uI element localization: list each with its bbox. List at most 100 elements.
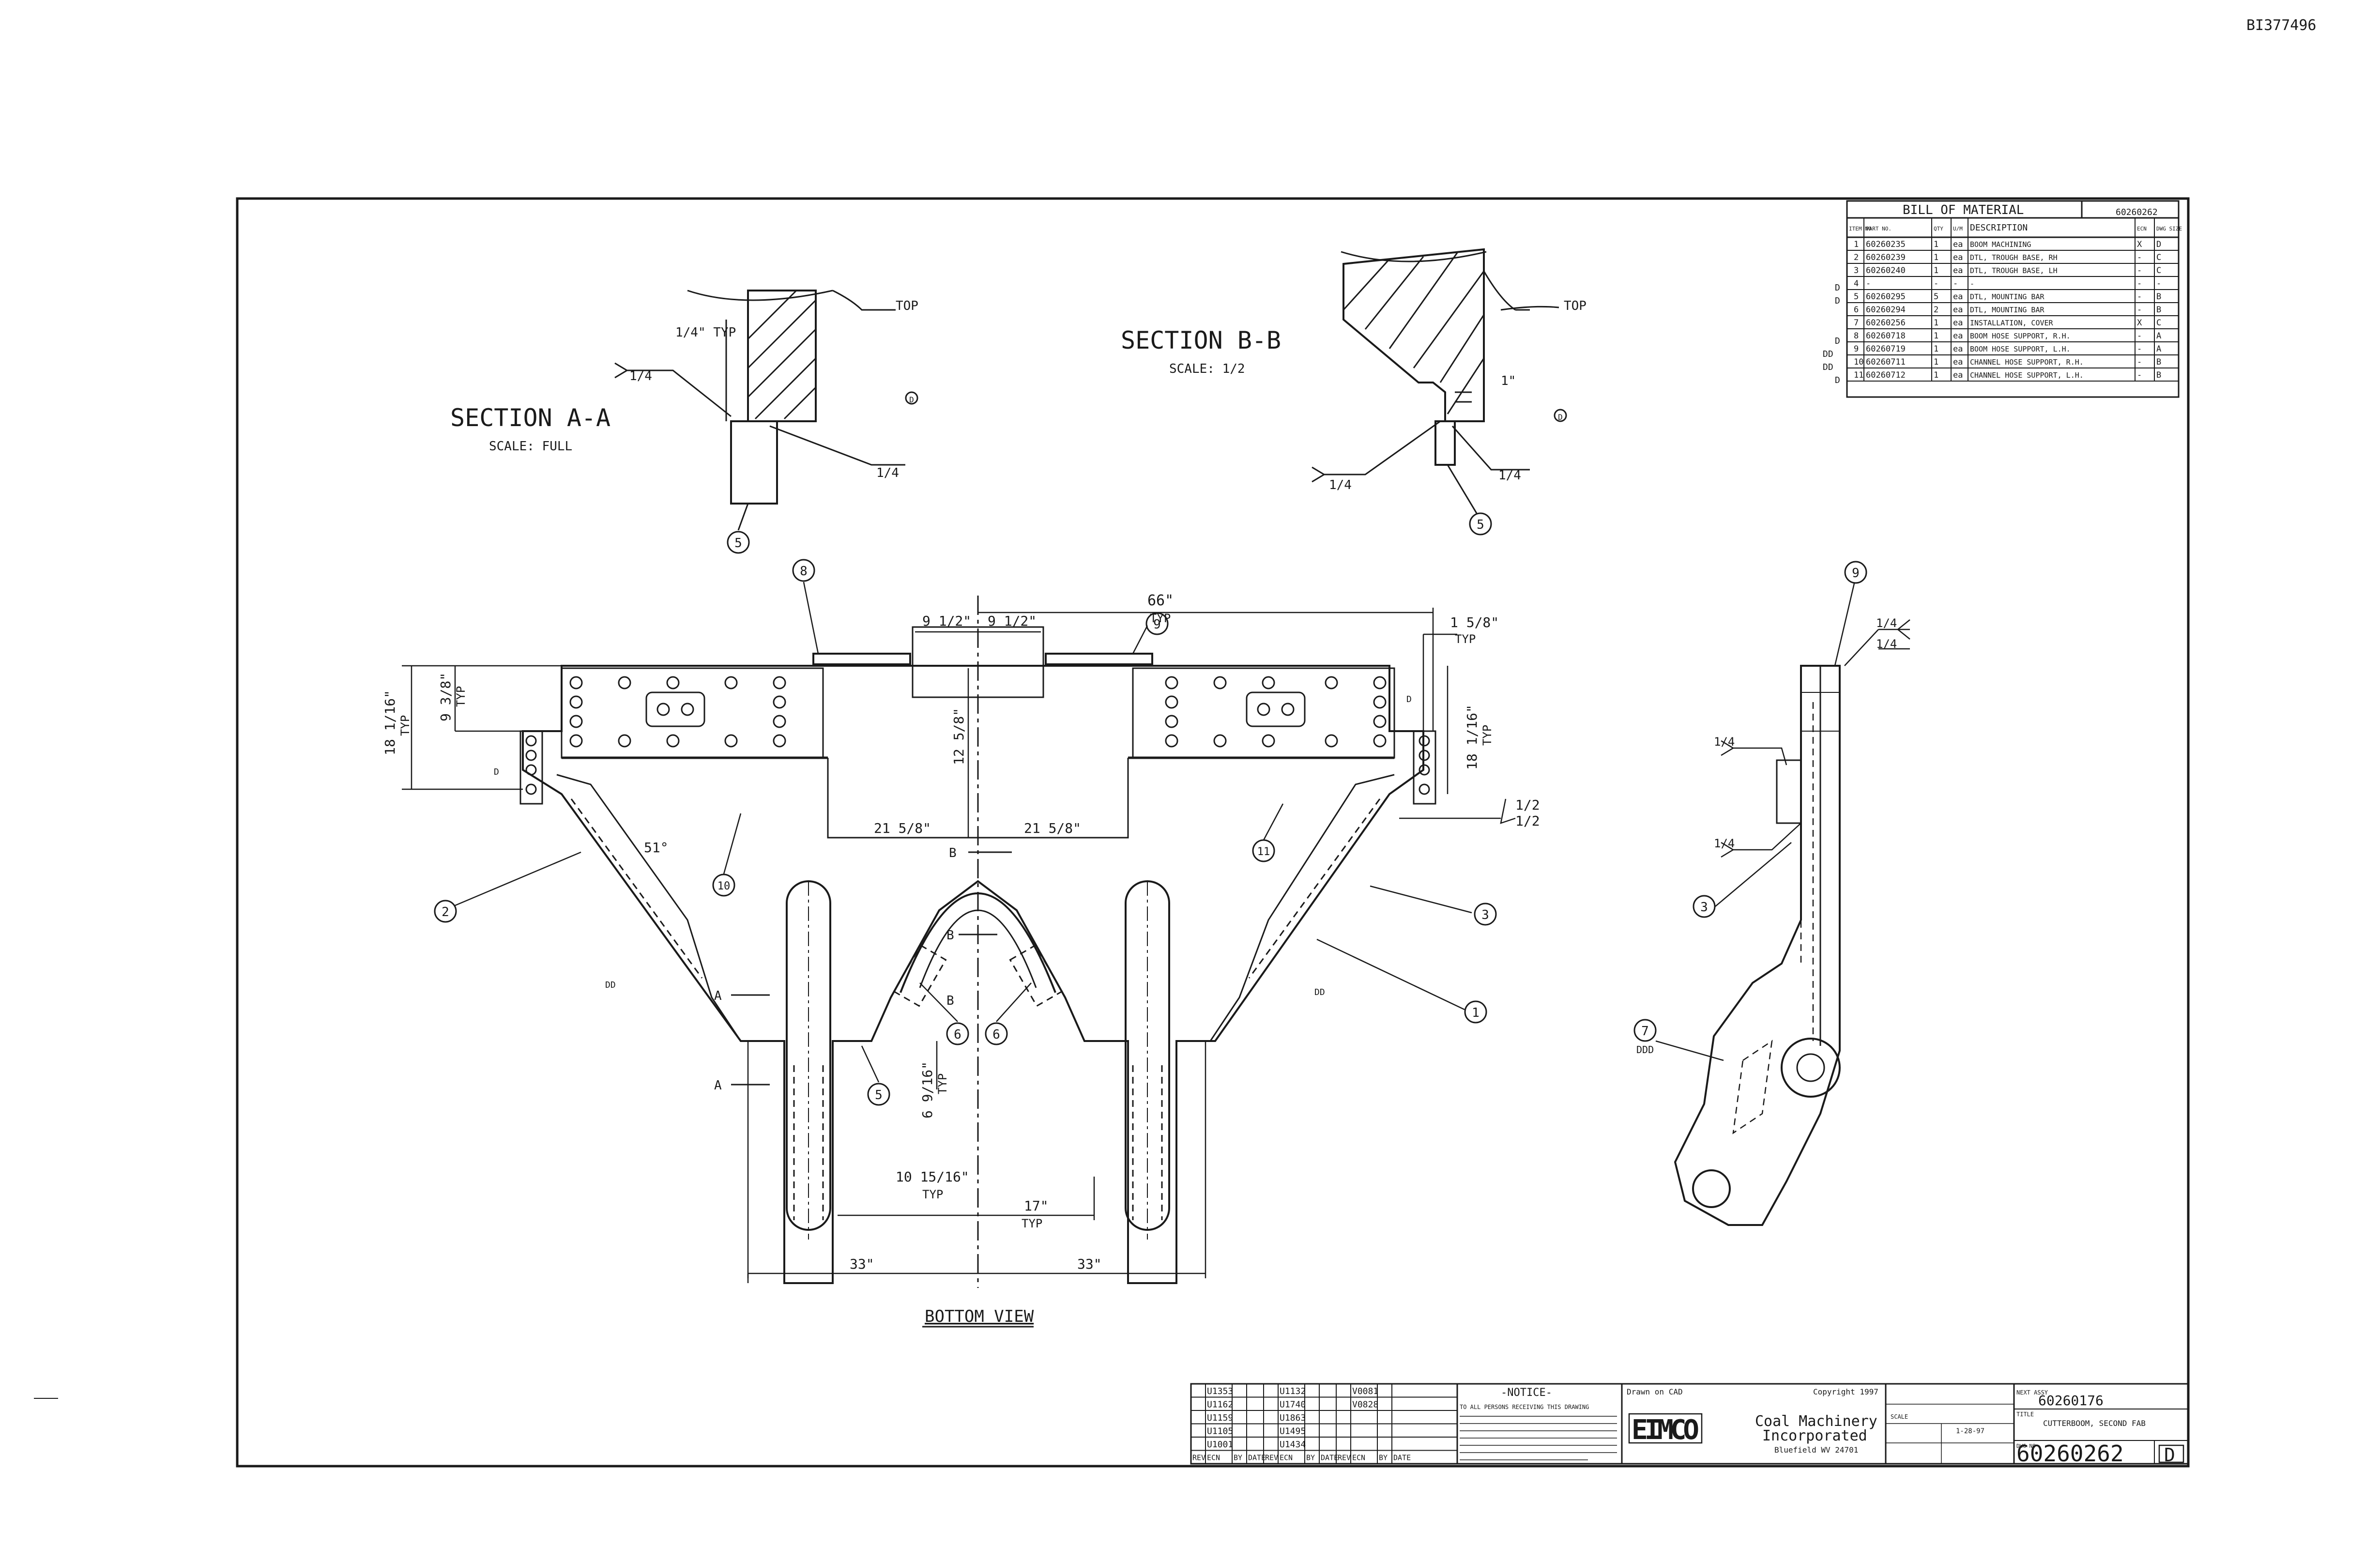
- section-mark-b-low: B: [946, 994, 954, 1008]
- bom-cell: 60260295: [1866, 292, 1906, 302]
- revision-header: BY: [1306, 1454, 1315, 1462]
- revision-header: BY: [1379, 1454, 1388, 1462]
- section-mark-b-top: B: [949, 846, 957, 860]
- company-city: Bluefield WV 24701: [1774, 1445, 1858, 1455]
- section-a-weld-typ: 1/4" TYP: [675, 325, 736, 340]
- notice-text: TO ALL PERSONS RECEIVING THIS DRAWING: [1460, 1404, 1589, 1410]
- section-b-hatch: [1343, 252, 1485, 414]
- dim-17-typ: TYP: [1022, 1217, 1042, 1230]
- bom-cell: 4: [1854, 279, 1859, 289]
- bom-cell: 9: [1854, 344, 1859, 354]
- rev-mark-label: D: [909, 395, 914, 404]
- section-b-b: SECTION B-B SCALE: 1/2 TOP 1" 1/4 1/4 5 …: [1121, 248, 1587, 536]
- bom-cell: ea: [1953, 357, 1963, 367]
- bom-cell: -: [2137, 370, 2142, 380]
- side-balloon-3-label: 3: [1700, 900, 1708, 915]
- copyright: Copyright 1997: [1813, 1387, 1878, 1396]
- dim-17: 17": [1024, 1198, 1049, 1214]
- dim-21-left: 21 5/8": [874, 820, 931, 836]
- dim-18-right: 18 1/16": [1464, 705, 1480, 770]
- bom-cell: -: [2156, 279, 2161, 289]
- center-arch: [900, 892, 1056, 993]
- date-value: 1-28-97: [1956, 1427, 1984, 1435]
- balloon-1: [1464, 1000, 1487, 1024]
- bom-cell: 5: [1854, 292, 1859, 302]
- balloon-9: [1145, 612, 1169, 635]
- side-balloon-7: [1633, 1019, 1657, 1042]
- bom-mark: D: [1835, 336, 1840, 346]
- side-plate: [1776, 759, 1802, 824]
- bom-cell: 1: [1934, 266, 1938, 276]
- dim-weld-half-b: 1/2: [1515, 813, 1540, 829]
- bom-cell: 11: [1854, 370, 1863, 380]
- balloon-6-left-label: 6: [954, 1027, 961, 1042]
- balloon-5-a: [727, 531, 750, 554]
- bom-header: DWG SIZE: [2156, 226, 2182, 232]
- balloon-6-left: [946, 1022, 969, 1045]
- bom-cell: -: [1953, 279, 1958, 289]
- bom-cell: ea: [1953, 253, 1963, 262]
- bom-cell: 60260294: [1866, 305, 1906, 315]
- break-line: [687, 290, 833, 301]
- drawing-border: [236, 197, 2190, 1468]
- section-b-top: TOP: [1564, 299, 1587, 313]
- company-logo-box: [1628, 1413, 1703, 1444]
- bom-cell: -: [2137, 305, 2142, 315]
- bom-cell: 60260719: [1866, 344, 1906, 354]
- side-balloon-9-label: 9: [1852, 566, 1860, 581]
- revision-ecn: U1740: [1280, 1400, 1306, 1410]
- dim-18-left: 18 1/16": [382, 690, 398, 755]
- bom-cell: D: [2156, 240, 2161, 249]
- balloon-3-label: 3: [1481, 908, 1489, 922]
- bom-cell: ea: [1953, 331, 1963, 341]
- bolt-holes-right: [1165, 676, 1387, 748]
- section-a-title: SECTION A-A: [450, 404, 610, 432]
- dim-18-left-typ: TYP: [398, 715, 412, 736]
- revision-header: ECN: [1280, 1454, 1293, 1462]
- pivot-boss: [1781, 1038, 1841, 1098]
- bom-cell: 1: [1934, 253, 1938, 262]
- bom-cell: ea: [1953, 370, 1963, 380]
- next-assy-label: NEXT ASSY: [2016, 1389, 2048, 1396]
- dim-9-3-8: 9 3/8": [438, 673, 454, 721]
- bom-cell: -: [1866, 279, 1871, 289]
- mounting-bar: [730, 420, 778, 505]
- section-b-weld-left: 1/4: [1329, 478, 1352, 492]
- bom-cell: -: [2137, 279, 2142, 289]
- side-weld-4: 1/4: [1876, 637, 1897, 651]
- balloon-10-label: 10: [717, 880, 731, 892]
- top-leader: [832, 290, 896, 311]
- bom-cell: DTL, TROUGH BASE, LH: [1970, 266, 2058, 275]
- notice-title: -NOTICE-: [1501, 1387, 1552, 1399]
- title-label: TITLE: [2016, 1411, 2034, 1418]
- section-mark-a-top: A: [714, 989, 722, 1003]
- side-view-outline: [1674, 665, 1841, 1226]
- revision-header: DATE: [1248, 1454, 1266, 1462]
- bom-rev-marks: D D D DD DD D: [1823, 283, 1840, 385]
- bom-cell: -: [2137, 253, 2142, 262]
- bom-cell: -: [2137, 344, 2142, 354]
- bom-mark: DD: [1823, 349, 1833, 359]
- section-b-scale: SCALE: 1/2: [1169, 362, 1245, 376]
- bom-title: BILL OF MATERIAL: [1903, 203, 2024, 217]
- bom-cell: DTL, TROUGH BASE, RH: [1970, 253, 2058, 262]
- bom-cell: 1: [1934, 344, 1938, 354]
- dimension-lines: [402, 608, 1457, 1283]
- balloon-1-label: 1: [1472, 1006, 1480, 1020]
- bom-cell: CHANNEL HOSE SUPPORT, R.H.: [1970, 358, 2084, 367]
- bom-cell: ea: [1953, 344, 1963, 354]
- dim-33-left: 33": [850, 1256, 874, 1272]
- company-logo: EIMCO: [1632, 1414, 1699, 1446]
- bom-cell: -: [2137, 357, 2142, 367]
- bom-mark: DD: [1823, 362, 1833, 372]
- section-a-top: TOP: [896, 299, 918, 313]
- balloon-2-label: 2: [442, 905, 449, 919]
- bom-cell: INSTALLATION, COVER: [1970, 319, 2054, 327]
- bom-mark: D: [1835, 296, 1840, 306]
- drawn-on-cad: Drawn on CAD: [1627, 1387, 1683, 1396]
- bom-cell: -: [2137, 292, 2142, 302]
- bom-cell: 3: [1854, 266, 1859, 276]
- section-a-hatch: [747, 290, 817, 420]
- balloon-2: [434, 900, 457, 923]
